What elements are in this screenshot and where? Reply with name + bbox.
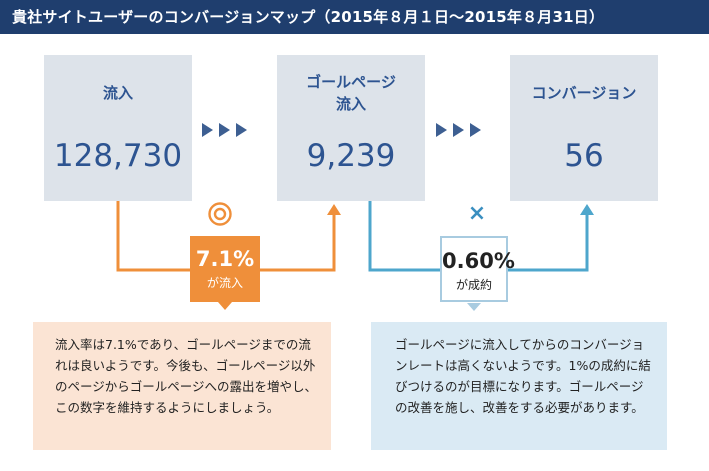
funnel-box-goal-page: ゴールページ 流入 9,239: [277, 55, 425, 201]
cross-icon: ×: [467, 201, 487, 226]
funnel-box-conversion: コンバージョン 56: [510, 55, 658, 201]
page-title: 貴社サイトユーザーのコンバージョンマップ（2015年８月１日〜2015年８月31…: [0, 0, 709, 34]
chevron-right-icon: [453, 123, 464, 137]
flow-arrows-1: [202, 123, 247, 137]
rate-value-conversion: 0.60%: [442, 249, 515, 273]
chevron-right-icon: [219, 123, 230, 137]
badge-pointer: [467, 303, 481, 311]
funnel-value-inflow: 128,730: [53, 138, 183, 174]
rate-badge-inflow: 7.1% が流入: [190, 236, 260, 302]
funnel-value-goal-page: 9,239: [306, 138, 396, 174]
note-conversion: ゴールページに流入してからのコンバージョンレートは高くないようです。1%の成約に…: [371, 322, 667, 450]
flow-arrows-2: [436, 123, 481, 137]
funnel-value-conversion: 56: [564, 138, 604, 174]
funnel-label-goal-page: ゴールページ 流入: [306, 73, 396, 113]
note-inflow: 流入率は7.1%であり、ゴールページまでの流れは良いようです。今後も、ゴールペー…: [33, 322, 331, 450]
rate-badge-conversion: 0.60% が成約: [440, 236, 515, 302]
rate-value-inflow: 7.1%: [195, 247, 255, 271]
chevron-right-icon: [202, 123, 213, 137]
chevron-right-icon: [470, 123, 481, 137]
chevron-right-icon: [436, 123, 447, 137]
funnel-label-conversion: コンバージョン: [531, 84, 637, 102]
funnel-label-inflow: 流入: [102, 84, 133, 102]
rate-caption-conversion: が成約: [455, 278, 492, 292]
funnel-box-inflow: 流入 128,730: [44, 55, 192, 201]
rate-caption-inflow: が流入: [206, 276, 243, 290]
chevron-right-icon: [236, 123, 247, 137]
arrow-up-icon: [327, 204, 341, 215]
double-circle-icon: [205, 201, 235, 227]
badge-pointer: [218, 302, 232, 310]
arrow-up-icon: [580, 204, 594, 215]
